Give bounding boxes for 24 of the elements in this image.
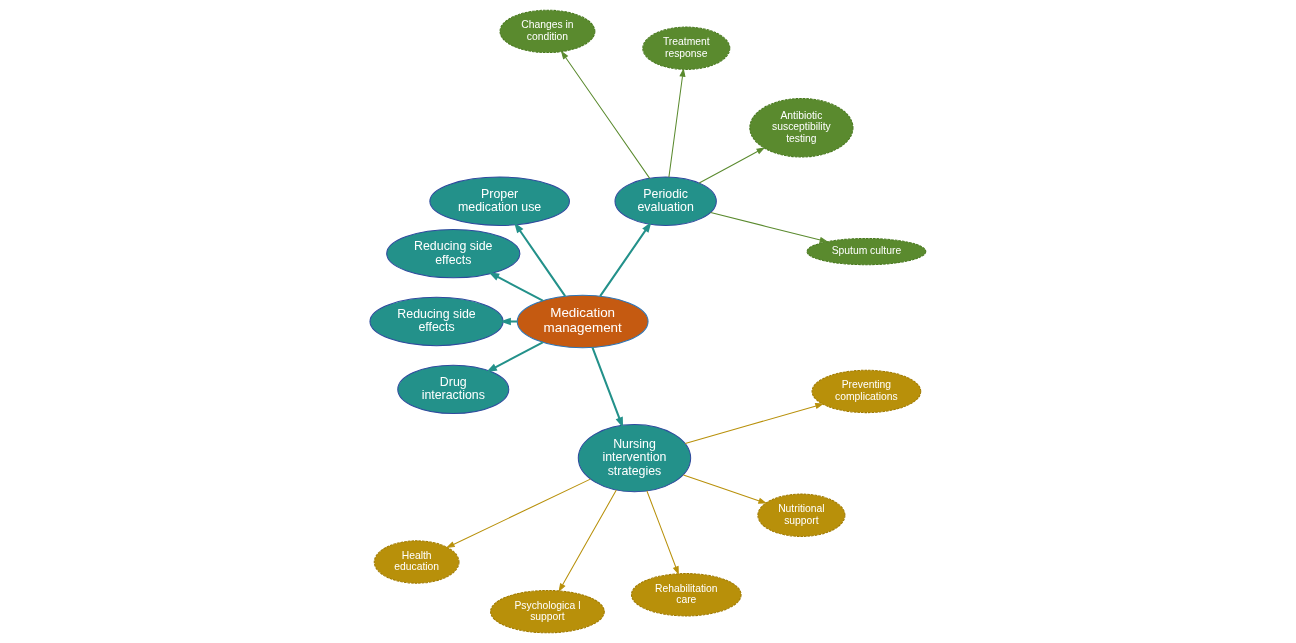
arrow (710, 212, 829, 243)
arrow (599, 221, 652, 297)
node-ellipse: Psychologica l support (490, 589, 605, 634)
arrow (682, 474, 768, 504)
node-ellipse: Reducing side effects (369, 296, 504, 347)
arrow (698, 147, 766, 184)
arrow (668, 67, 686, 178)
arrow (488, 272, 544, 302)
arrow (500, 317, 518, 326)
arrow (591, 347, 624, 429)
node-ellipse: Periodic evaluation (614, 176, 717, 226)
arrow (558, 489, 617, 593)
node-ellipse: Proper medication use (429, 176, 570, 226)
node-ellipse: Changes in condition (499, 9, 596, 54)
node-ellipse: Medication management (516, 294, 649, 349)
node-ellipse: Rehabilitation care (630, 573, 742, 617)
arrow (684, 403, 825, 445)
node-ellipse: Treatment response (642, 26, 731, 70)
arrow (514, 222, 566, 297)
arrow (445, 478, 591, 549)
node-ellipse: Nursing intervention strategies (577, 423, 692, 493)
arrow (486, 341, 544, 373)
arrow (560, 50, 651, 179)
arrow (646, 490, 679, 576)
